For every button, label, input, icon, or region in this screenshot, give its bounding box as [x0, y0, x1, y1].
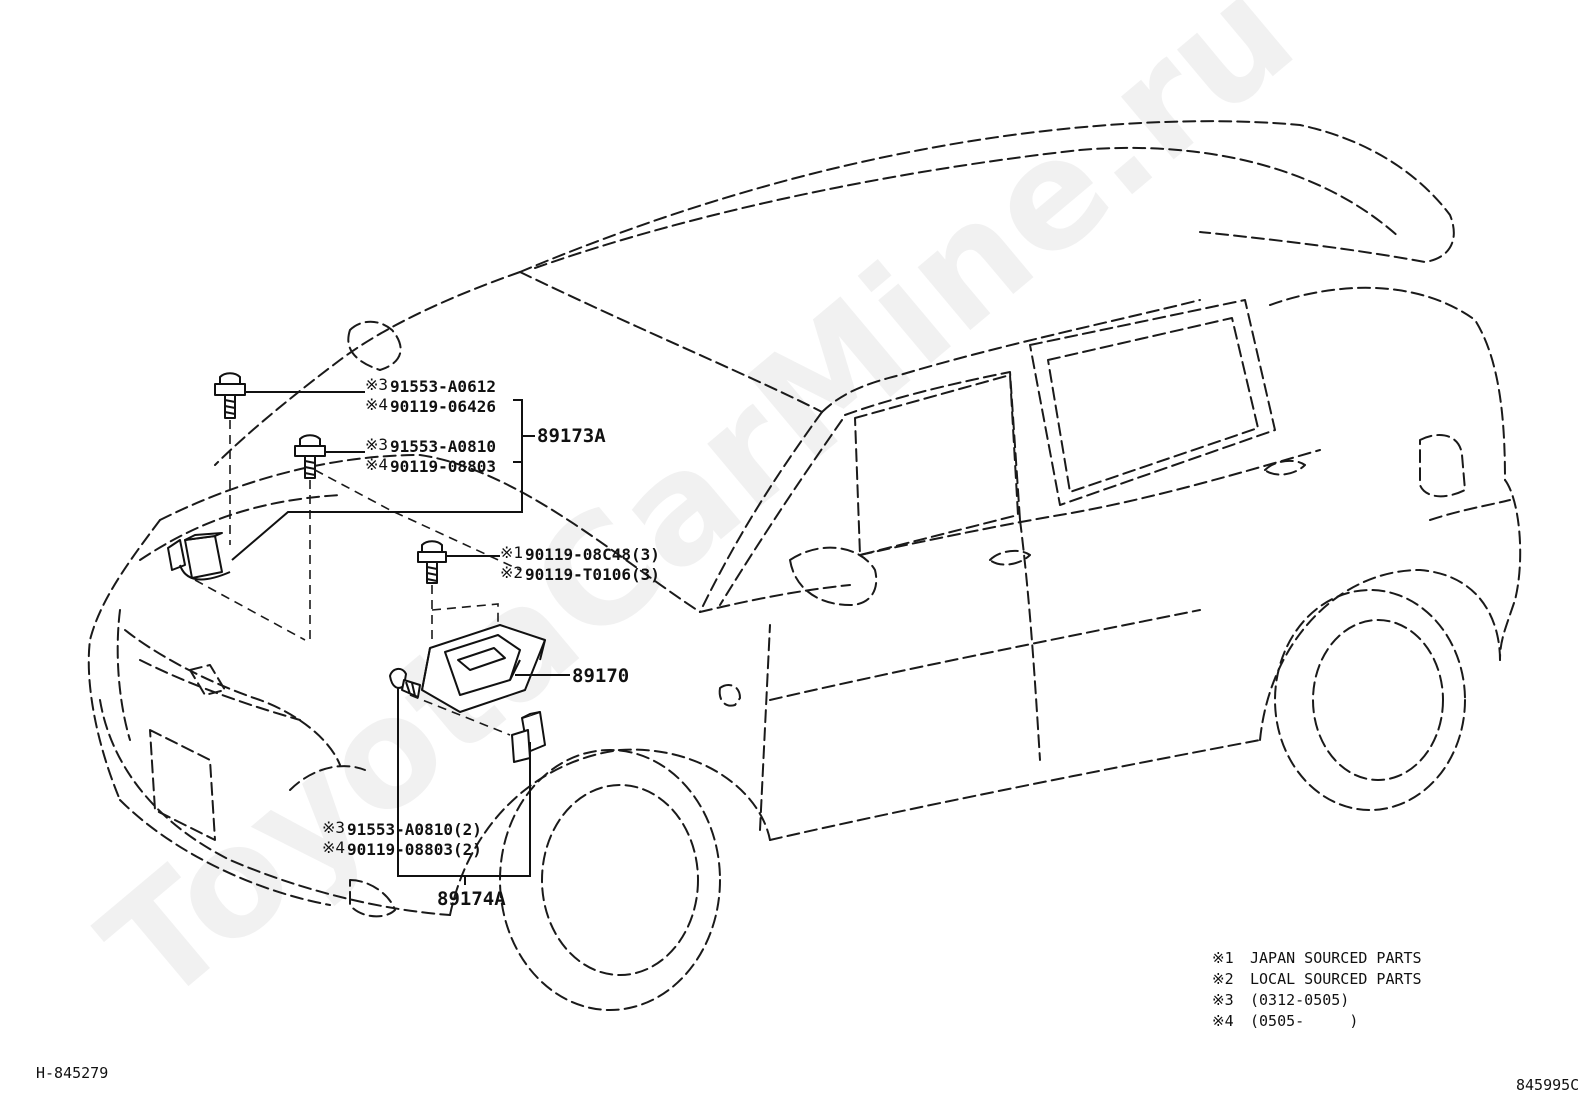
part-number: 90119-T0106(3) — [525, 565, 660, 584]
part-number: 91553-A0810 — [390, 437, 496, 456]
legend-text: LOCAL SOURCED PARTS — [1250, 970, 1422, 988]
legend: ※1 JAPAN SOURCED PARTS ※2 LOCAL SOURCED … — [1212, 949, 1422, 1030]
mark-label: ※4 — [322, 838, 345, 857]
legend-mark: ※4 — [1212, 1012, 1234, 1030]
legend-text: JAPAN SOURCED PARTS — [1250, 949, 1422, 967]
figure-code: 845995C — [1516, 1076, 1579, 1094]
legend-text: (0312-0505) — [1250, 991, 1349, 1009]
leader-lines — [194, 391, 570, 885]
mark-label: ※4 — [365, 395, 388, 414]
legend-mark: ※3 — [1212, 991, 1234, 1009]
callout-89174a: 89174A — [437, 888, 506, 910]
legend-mark: ※2 — [1212, 970, 1234, 988]
mark-label: ※3 — [365, 435, 388, 454]
part-number: 90119-06426 — [390, 397, 496, 416]
mark-label: ※2 — [500, 563, 523, 582]
legend-text: (0505- ) — [1250, 1012, 1358, 1030]
front-sensor-left — [167, 532, 231, 581]
part-number: 91553-A0612 — [390, 377, 496, 396]
diagram-id: H-845279 — [36, 1064, 108, 1082]
group-89173a-labels: ※3 91553-A0612 ※4 90119-06426 ※3 91553-A… — [365, 375, 606, 476]
part-number: 90119-08C48(3) — [525, 545, 660, 564]
vehicle-outline — [87, 120, 1522, 1011]
bolt-front-sensor — [389, 668, 421, 698]
part-number: 90119-08803(2) — [347, 840, 482, 859]
part-number: 90119-08803 — [390, 457, 496, 476]
mark-label: ※4 — [365, 455, 388, 474]
front-sensor-right — [511, 711, 546, 763]
mark-label: ※1 — [500, 543, 523, 562]
mark-label: ※3 — [322, 818, 345, 837]
bolt-91553-a0612 — [214, 372, 246, 419]
callout-89173a: 89173A — [537, 425, 606, 447]
bolt-91553-a0810 — [294, 434, 326, 479]
callout-89170: 89170 — [572, 665, 629, 687]
airbag-sensor-ecu-89170 — [421, 624, 546, 713]
group-89174a-labels: ※3 91553-A0810(2) ※4 90119-08803(2) 8917… — [322, 818, 506, 910]
bolt-90119-08c48 — [417, 540, 447, 584]
part-number: 91553-A0810(2) — [347, 820, 482, 839]
mark-label: ※3 — [365, 375, 388, 394]
legend-mark: ※1 — [1212, 949, 1234, 967]
group-89170-labels: ※1 90119-08C48(3) ※2 90119-T0106(3) 8917… — [500, 543, 660, 687]
